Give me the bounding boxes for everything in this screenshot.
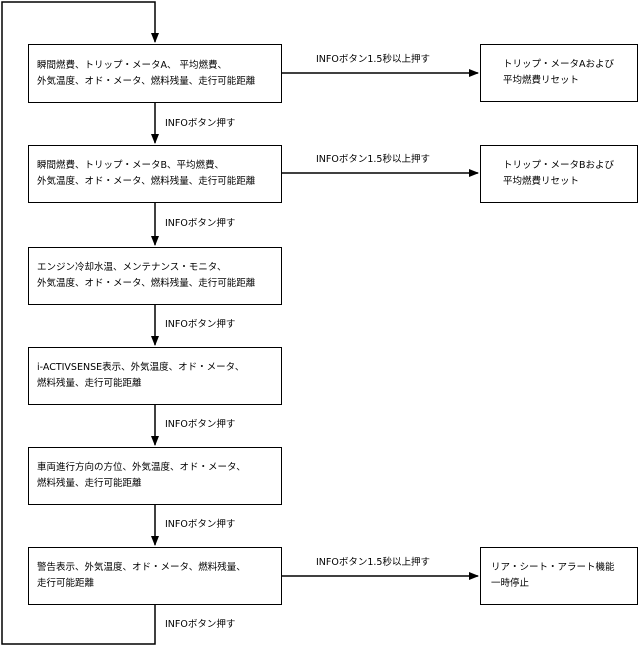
step-text-4: i-ACTIVSENSE表示、外気温度、オド・メータ、 燃料残量、走行可能距離: [37, 362, 245, 389]
label-info-press-1: INFOボタン押す: [165, 118, 236, 129]
label-long-press-2: INFOボタン1.5秒以上押す: [316, 154, 430, 165]
label-long-press-1: INFOボタン1.5秒以上押す: [316, 54, 430, 65]
label-info-press-2: INFOボタン押す: [165, 218, 236, 229]
step-box-3: エンジン冷却水温、メンテナンス・モニタ、 外気温度、オド・メータ、燃料残量、走行…: [28, 247, 282, 305]
side-text-1: トリップ・メータAおよび 平均燃費リセット: [503, 59, 614, 86]
step-text-1: 瞬間燃費、トリップ・メータA、 平均燃費、 外気温度、オド・メータ、燃料残量、走…: [37, 59, 256, 87]
loop-line: [1, 1, 159, 645]
step-box-4: i-ACTIVSENSE表示、外気温度、オド・メータ、 燃料残量、走行可能距離: [28, 347, 282, 405]
step-text-6: 警告表示、外気温度、オド・メータ、燃料残量、 走行可能距離: [37, 562, 246, 589]
side-box-1: トリップ・メータAおよび 平均燃費リセット: [480, 44, 638, 102]
label-info-press-5: INFOボタン押す: [165, 519, 236, 530]
step-text-5: 車両進行方向の方位、外気温度、オド・メータ、 燃料残量、走行可能距離: [37, 462, 246, 489]
label-info-press-4: INFOボタン押す: [165, 419, 236, 430]
step-text-3: エンジン冷却水温、メンテナンス・モニタ、 外気温度、オド・メータ、燃料残量、走行…: [37, 262, 256, 289]
step-box-1: 瞬間燃費、トリップ・メータA、 平均燃費、 外気温度、オド・メータ、燃料残量、走…: [28, 44, 282, 103]
side-box-3: リア・シート・アラート機能 一時停止: [480, 547, 638, 605]
label-info-press-3: INFOボタン押す: [165, 319, 236, 330]
step-box-2: 瞬間燃費、トリップ・メータB、平均燃費、 外気温度、オド・メータ、燃料残量、走行…: [28, 145, 282, 203]
side-box-2: トリップ・メータBおよび 平均燃費リセット: [480, 145, 638, 203]
side-text-3: リア・シート・アラート機能 一時停止: [491, 562, 615, 589]
step-text-2: 瞬間燃費、トリップ・メータB、平均燃費、 外気温度、オド・メータ、燃料残量、走行…: [37, 160, 256, 187]
step-box-6: 警告表示、外気温度、オド・メータ、燃料残量、 走行可能距離: [28, 547, 282, 605]
step-box-5: 車両進行方向の方位、外気温度、オド・メータ、 燃料残量、走行可能距離: [28, 447, 282, 505]
label-long-press-3: INFOボタン1.5秒以上押す: [316, 557, 430, 568]
side-text-2: トリップ・メータBおよび 平均燃費リセット: [503, 160, 615, 187]
label-info-press-6: INFOボタン押す: [165, 619, 236, 630]
